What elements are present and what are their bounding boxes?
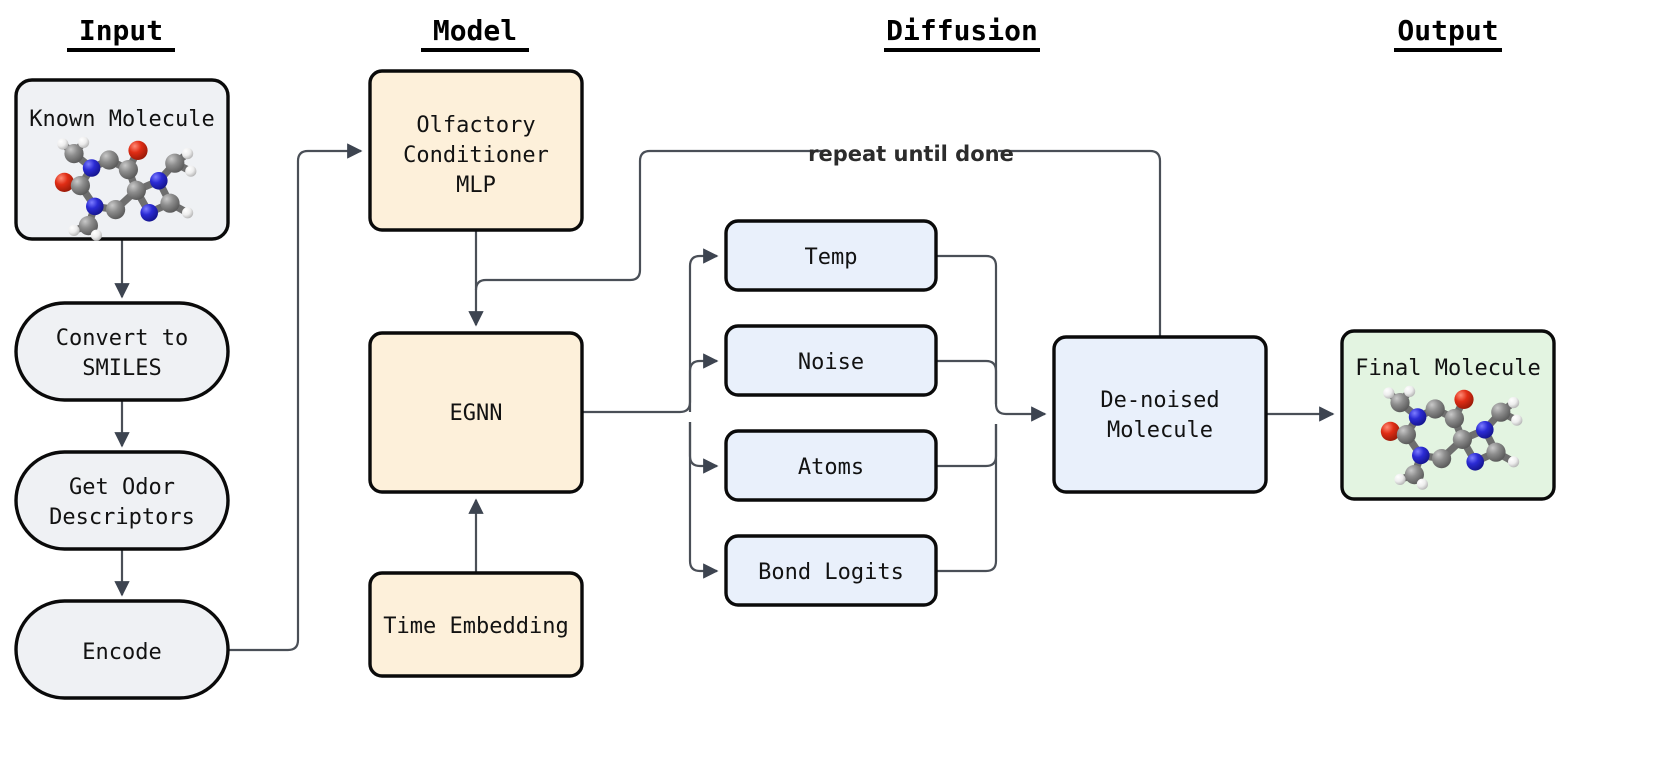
repeat-until-done-label: repeat until done [808, 142, 1014, 166]
edge-encode-to-mlp [228, 143, 363, 652]
node-get-odor-descriptors[interactable]: Get Odor Descriptors [14, 450, 230, 551]
node-olfactory-conditioner-mlp-label-line2: Conditioner [403, 143, 549, 168]
edges [114, 143, 1335, 652]
node-noise[interactable]: Noise [724, 324, 938, 397]
node-egnn-box[interactable] [368, 331, 584, 494]
node-encode-box[interactable] [14, 599, 230, 700]
node-encode[interactable]: Encode [14, 599, 230, 700]
edge-egnn-to-bond-logits [688, 422, 719, 579]
node-encode-label: Encode [82, 640, 161, 665]
node-noise-label: Noise [798, 350, 864, 375]
node-bond-logits-label: Bond Logits [758, 560, 904, 585]
column-header-model: Model [421, 14, 529, 52]
node-bond-logits-box[interactable] [724, 534, 938, 607]
edge-bond-to-denoised [936, 424, 998, 573]
node-atoms-box[interactable] [724, 429, 938, 502]
edge-egnn-to-noise [688, 353, 719, 413]
node-convert-to-smiles-label-line1: Convert to [56, 326, 188, 351]
node-noise-box[interactable] [724, 324, 938, 397]
node-final-molecule[interactable]: Final Molecule [1340, 329, 1556, 501]
node-convert-to-smiles-box[interactable] [14, 301, 230, 402]
node-olfactory-conditioner-mlp-label-line1: Olfactory [416, 113, 535, 138]
node-de-noised-molecule-label-line2: Molecule [1107, 418, 1213, 443]
edge-repeat-loop-left [474, 149, 825, 291]
node-temp[interactable]: Temp [724, 219, 938, 292]
node-temp-box[interactable] [724, 219, 938, 292]
node-final-molecule-label: Final Molecule [1355, 356, 1540, 381]
node-olfactory-conditioner-mlp[interactable]: Olfactory Conditioner MLP [368, 69, 584, 232]
edge-egnn-to-atoms [688, 421, 719, 474]
column-headers: Input Model Diffusion Output [67, 14, 1502, 52]
column-header-model-label: Model [433, 14, 517, 47]
node-get-odor-descriptors-label-line1: Get Odor [69, 475, 175, 500]
column-header-output-label: Output [1397, 14, 1498, 47]
node-de-noised-molecule[interactable]: De-noised Molecule [1052, 335, 1268, 494]
node-convert-to-smiles[interactable]: Convert to SMILES [14, 301, 230, 402]
column-header-output: Output [1394, 14, 1502, 52]
edge-temp-to-denoised [936, 254, 1047, 422]
column-header-input: Input [67, 14, 175, 52]
edge-repeat-loop-right [998, 149, 1162, 337]
node-get-odor-descriptors-box[interactable] [14, 450, 230, 551]
node-olfactory-conditioner-mlp-box[interactable] [368, 69, 584, 232]
edge-atoms-to-denoised [936, 424, 998, 468]
node-known-molecule-label: Known Molecule [29, 107, 214, 132]
column-header-diffusion: Diffusion [884, 14, 1040, 52]
node-temp-label: Temp [805, 245, 858, 270]
node-time-embedding-box[interactable] [368, 571, 584, 678]
node-egnn-label: EGNN [450, 401, 503, 426]
edge-egnn-to-temp [582, 248, 719, 414]
node-atoms[interactable]: Atoms [724, 429, 938, 502]
node-known-molecule[interactable]: Known Molecule [14, 78, 230, 241]
node-olfactory-conditioner-mlp-label-line3: MLP [456, 173, 496, 198]
column-header-diffusion-label: Diffusion [886, 14, 1038, 47]
node-convert-to-smiles-label-line2: SMILES [82, 356, 161, 381]
node-de-noised-molecule-box[interactable] [1052, 335, 1268, 494]
node-bond-logits[interactable]: Bond Logits [724, 534, 938, 607]
node-egnn[interactable]: EGNN [368, 331, 584, 494]
column-header-input-label: Input [79, 14, 163, 47]
edge-noise-to-denoised [936, 359, 998, 404]
node-time-embedding[interactable]: Time Embedding [368, 571, 584, 678]
node-atoms-label: Atoms [798, 455, 864, 480]
node-de-noised-molecule-label-line1: De-noised [1100, 388, 1219, 413]
node-get-odor-descriptors-label-line2: Descriptors [49, 505, 195, 530]
node-time-embedding-label: Time Embedding [383, 614, 568, 639]
